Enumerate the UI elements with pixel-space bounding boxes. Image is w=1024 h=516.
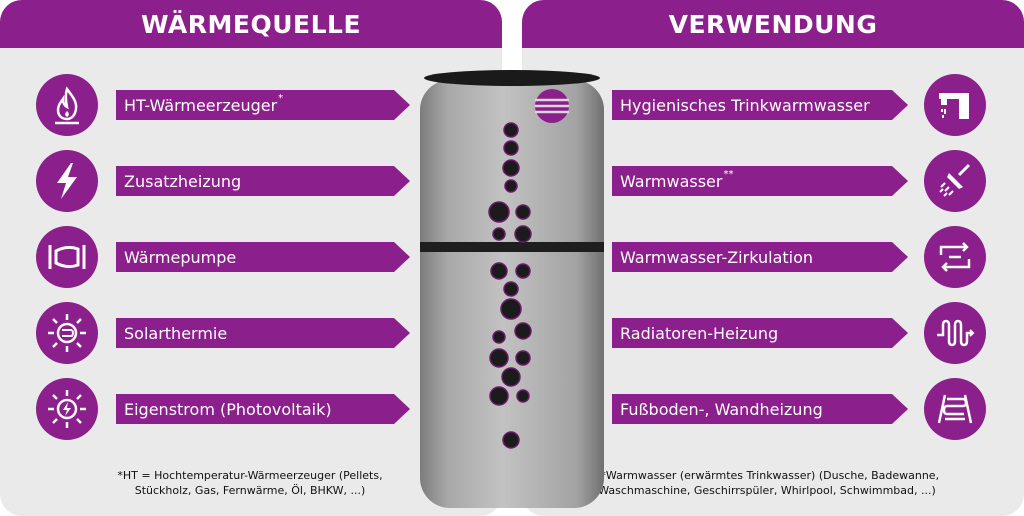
heat-source-pv: Eigenstrom (Photovoltaik) [36, 378, 414, 440]
heat-pump-icon [36, 226, 98, 288]
tank-top-lid [424, 70, 600, 86]
heat-source-pv-label: Eigenstrom (Photovoltaik) [116, 394, 410, 424]
label-text: HT-Wärmeerzeuger [124, 95, 278, 115]
label-text: Eigenstrom (Photovoltaik) [124, 399, 332, 419]
heat-source-auxiliary-label: Zusatzheizung [116, 166, 410, 196]
usage-radiator: Radiatoren-Heizung [612, 302, 992, 364]
buffer-tank [420, 70, 604, 508]
usage-drinking-water: Hygienisches Trinkwarmwasser [612, 74, 992, 136]
label-text: Radiatoren-Heizung [620, 323, 779, 343]
radiator-icon [924, 302, 986, 364]
solar-thermal-icon [36, 302, 98, 364]
lightning-icon [36, 150, 98, 212]
heat-source-heat-pump-label: Wärmepumpe [116, 242, 410, 272]
heat-source-auxiliary: Zusatzheizung [36, 150, 414, 212]
usage-drinking-water-label: Hygienisches Trinkwarmwasser [612, 90, 908, 120]
heat-source-panel: WÄRMEQUELLE HT-Wärmeerzeuger* Zusatzheiz… [0, 0, 502, 516]
footnote-line: Stückholz, Gas, Fernwärme, Öl, BHKW, ...… [134, 484, 366, 497]
heat-source-footnote: *HT = Hochtemperatur-Wärmeerzeuger (Pell… [80, 468, 420, 498]
label-text: Warmwasser [620, 171, 723, 191]
heat-source-heat-pump: Wärmepumpe [36, 226, 414, 288]
label-text: Zusatzheizung [124, 171, 242, 191]
label-text: Solarthermie [124, 323, 228, 343]
usage-title: VERWENDUNG [522, 0, 1024, 48]
tank-connections [488, 122, 532, 449]
faucet-icon [924, 74, 986, 136]
usage-floor-heating: Fußboden-, Wandheizung [612, 378, 992, 440]
label-text: Wärmepumpe [124, 247, 237, 267]
footnote-line: Waschmaschine, Geschirrspüler, Whirlpool… [598, 484, 936, 497]
usage-panel: VERWENDUNG Hygienisches Trinkwarmwasser … [522, 0, 1024, 516]
photovoltaic-icon [36, 378, 98, 440]
footnote-mark: ** [723, 169, 734, 180]
heat-source-ht: HT-Wärmeerzeuger* [36, 74, 414, 136]
circulation-icon [924, 226, 986, 288]
label-text: Hygienisches Trinkwarmwasser [620, 95, 870, 115]
shower-icon [924, 150, 986, 212]
usage-radiator-label: Radiatoren-Heizung [612, 318, 908, 348]
heat-source-solar-label: Solarthermie [116, 318, 410, 348]
heat-source-title: WÄRMEQUELLE [0, 0, 502, 48]
brand-logo-icon [535, 89, 569, 123]
tank-middle-band [420, 242, 604, 252]
footnote-line: **Warmwasser (erwärmtes Trinkwasser) (Du… [594, 469, 940, 482]
footnote-mark: * [278, 93, 284, 104]
floor-heating-icon [924, 378, 986, 440]
heat-source-ht-label: HT-Wärmeerzeuger* [116, 90, 410, 120]
usage-hot-water: Warmwasser** [612, 150, 992, 212]
heat-source-solar: Solarthermie [36, 302, 414, 364]
usage-circulation: Warmwasser-Zirkulation [612, 226, 992, 288]
label-text: Fußboden-, Wandheizung [620, 399, 823, 419]
usage-hot-water-label: Warmwasser** [612, 166, 908, 196]
label-text: Warmwasser-Zirkulation [620, 247, 814, 267]
usage-floor-heating-label: Fußboden-, Wandheizung [612, 394, 908, 424]
usage-circulation-label: Warmwasser-Zirkulation [612, 242, 908, 272]
footnote-line: *HT = Hochtemperatur-Wärmeerzeuger (Pell… [117, 469, 383, 482]
usage-footnote: **Warmwasser (erwärmtes Trinkwasser) (Du… [562, 468, 972, 498]
flame-icon [36, 74, 98, 136]
